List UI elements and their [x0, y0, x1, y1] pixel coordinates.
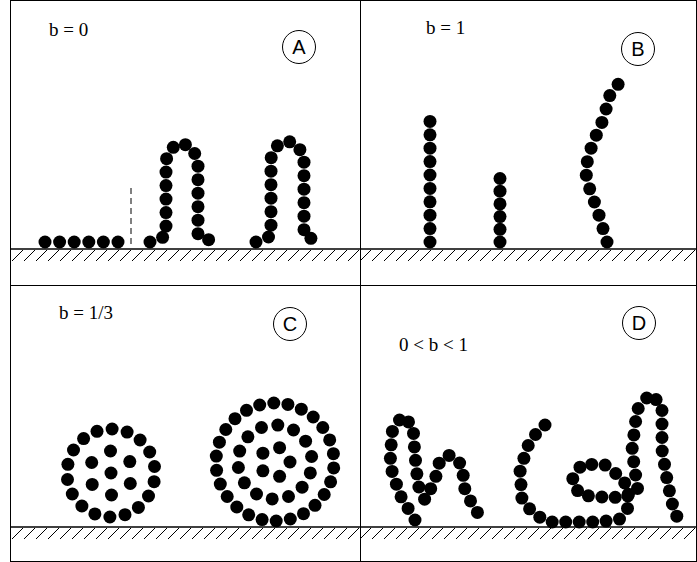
figure-panel: b = 1 B: [360, 0, 697, 286]
parameter-label: b = 0: [49, 19, 88, 41]
figure-panel: 0 < b < 1 D: [360, 285, 697, 562]
panel-letter-circle: C: [273, 307, 307, 341]
parameter-label: 0 < b < 1: [399, 334, 468, 356]
dashed-divider: [131, 188, 132, 246]
parameter-label: b = 1/3: [59, 302, 113, 324]
panel-letter: A: [292, 36, 305, 59]
panel-letter: D: [632, 312, 646, 335]
figure-panel: b = 0 A: [10, 0, 361, 286]
surface-hatching: [10, 249, 697, 539]
panel-letter-circle: B: [621, 32, 655, 66]
parameter-label: b = 1: [426, 17, 465, 39]
panel-letter-circle: D: [622, 306, 656, 340]
panel-letter-circle: A: [282, 30, 316, 64]
figure-panel: b = 1/3C: [10, 285, 361, 562]
panel-letter: C: [283, 313, 297, 336]
panel-letter: B: [631, 38, 644, 61]
